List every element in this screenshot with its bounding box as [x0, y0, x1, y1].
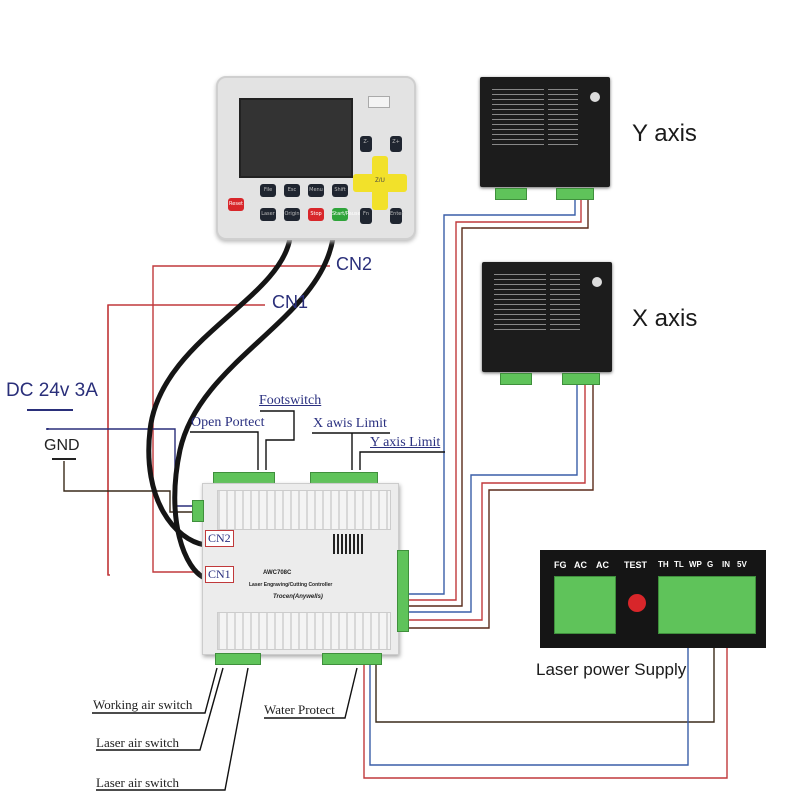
- y-wire-blue: [400, 200, 576, 595]
- cn2-port-label[interactable]: CN2: [205, 530, 234, 547]
- working-air-switch-label: Working air switch: [93, 697, 193, 712]
- laser-air-2-leader: [96, 667, 249, 791]
- x-wire-blue: [400, 385, 578, 613]
- water-protect-leader: [264, 667, 358, 719]
- x-driver-logo-icon: [592, 277, 602, 287]
- board-terminal-bottom-left: [215, 653, 261, 665]
- y-driver-terminal-right: [556, 188, 594, 200]
- z-plus-button[interactable]: Z+: [390, 136, 402, 152]
- cn2-cable-label: CN2: [336, 254, 373, 274]
- origin-button[interactable]: Origin: [284, 208, 300, 221]
- laser-air-1-leader: [96, 667, 224, 751]
- cn1-cable-label: CN1: [272, 292, 309, 312]
- psu-wire-brown: [375, 640, 715, 723]
- psu-label-fg: FG: [554, 560, 567, 570]
- psu-test-button[interactable]: [628, 594, 646, 612]
- psu-label-wp: WP: [689, 560, 702, 569]
- control-panel: Reset File Esc Menu Shift Laser Origin S…: [216, 76, 416, 240]
- open-portect-label: Open Portect: [191, 415, 265, 430]
- esc-button[interactable]: Esc: [284, 184, 300, 197]
- cn1-port-label[interactable]: CN1: [205, 566, 234, 583]
- dc-power-wire: [46, 428, 200, 507]
- fn-button[interactable]: Fn: [360, 208, 372, 224]
- board-model-text: AWC708C: [263, 570, 292, 576]
- laser-button[interactable]: Laser: [260, 208, 276, 221]
- psu-terminal-ac: [554, 576, 616, 634]
- x-axis-motor-driver: [482, 262, 612, 372]
- y-driver-table: [548, 89, 578, 145]
- stop-button[interactable]: Stop: [308, 208, 324, 221]
- laser-air-switch-label-2: Laser air switch: [96, 775, 180, 790]
- psu-label-ac1: AC: [574, 560, 587, 570]
- enter-button[interactable]: Enter: [390, 208, 403, 224]
- footswitch-label: Footswitch: [259, 393, 322, 408]
- psu-wire-red: [363, 640, 728, 779]
- x-axis-limit-label: X awis Limit: [313, 416, 387, 431]
- psu-wire-blue: [369, 640, 689, 766]
- board-brand-text: Trocen(Anywells): [273, 594, 323, 600]
- working-air-leader: [92, 667, 218, 714]
- psu-label-test: TEST: [624, 560, 648, 570]
- x-axis-label: X axis: [632, 305, 698, 332]
- board-terminal-dc: [192, 500, 204, 522]
- y-axis-limit-label: Y axis Limit: [370, 435, 441, 450]
- board-port-row-bottom: [217, 612, 391, 650]
- start-pause-button[interactable]: Start/Pause: [332, 208, 361, 221]
- footswitch-leader: [260, 410, 295, 470]
- psu-label-tl: TL: [674, 560, 684, 569]
- dpad-center-label: Z/U: [375, 178, 385, 184]
- x-wire-brown: [400, 385, 594, 629]
- cn1-cable: [146, 237, 293, 548]
- laser-power-supply: FG AC AC TEST TH TL WP G IN 5V: [540, 550, 766, 648]
- usb-port-icon: [368, 96, 390, 108]
- z-minus-button[interactable]: Z-: [360, 136, 372, 152]
- x-driver-terminal-left: [500, 373, 532, 385]
- dc-power-label: DC 24v 3A: [6, 380, 98, 401]
- file-button[interactable]: File: [260, 184, 276, 197]
- y-axis-motor-driver: [480, 77, 610, 187]
- y-wire-brown: [400, 200, 589, 607]
- dpad-horizontal[interactable]: [353, 174, 407, 192]
- psu-label-g: G: [707, 560, 714, 569]
- board-terminal-right: [397, 550, 409, 632]
- x-wire-red: [400, 385, 586, 621]
- y-driver-logo-icon: [590, 92, 600, 102]
- open-portect-leader: [190, 431, 259, 470]
- psu-terminal-signal: [658, 576, 756, 634]
- board-subtitle-text: Laser Engraving/Cutting Controller: [249, 582, 333, 588]
- y-driver-heatsink: [492, 89, 544, 145]
- reset-button[interactable]: Reset: [228, 198, 244, 211]
- water-protect-label: Water Protect: [264, 702, 335, 717]
- x-driver-heatsink: [494, 274, 546, 330]
- psu-label-in: IN: [722, 560, 730, 569]
- y-axis-label: Y axis: [632, 120, 697, 147]
- y-limit-leader: [359, 451, 445, 470]
- board-port-row-top: [217, 490, 391, 530]
- laser-power-supply-label: Laser power Supply: [536, 660, 687, 679]
- psu-label-5v: 5V: [737, 560, 747, 569]
- y-driver-terminal-left: [495, 188, 527, 200]
- x-driver-table: [550, 274, 580, 330]
- controller-board: AWC708C Laser Engraving/Cutting Controll…: [202, 483, 399, 655]
- psu-label-ac2: AC: [596, 560, 609, 570]
- gnd-label: GND: [44, 437, 80, 454]
- y-wire-red: [400, 200, 582, 601]
- x-driver-terminal-right: [562, 373, 600, 385]
- board-qr-code-icon: [333, 534, 363, 554]
- cn2-cable: [172, 237, 336, 581]
- menu-button[interactable]: Menu: [308, 184, 324, 197]
- psu-label-th: TH: [658, 560, 669, 569]
- laser-air-switch-label-1: Laser air switch: [96, 735, 180, 750]
- lcd-screen: [239, 98, 353, 178]
- gnd-wire: [63, 461, 200, 513]
- shift-button[interactable]: Shift: [332, 184, 348, 197]
- board-terminal-bottom-right: [322, 653, 382, 665]
